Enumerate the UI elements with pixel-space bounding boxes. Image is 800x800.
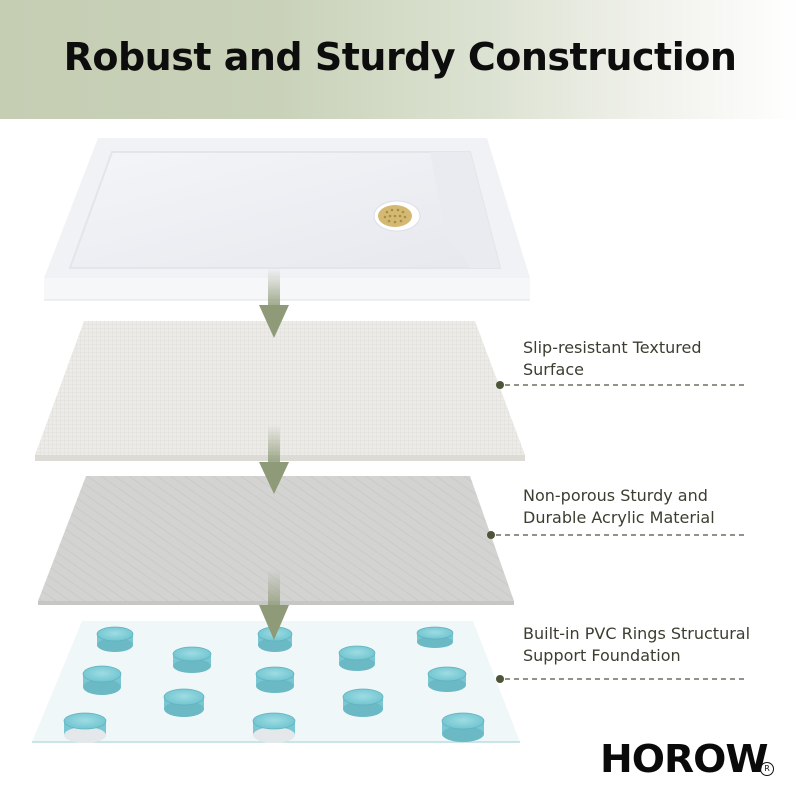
pvc-rings-label: Built-in PVC Rings Structural Support Fo…: [523, 623, 750, 667]
label-line: Slip-resistant Textured: [523, 338, 702, 357]
label-line: Non-porous Sturdy and: [523, 486, 708, 505]
label-line: Built-in PVC Rings Structural: [523, 624, 751, 643]
acrylic-material-label: Non-porous Sturdy and Durable Acrylic Ma…: [523, 485, 715, 529]
callout-line: [487, 531, 745, 539]
label-line: Surface: [523, 360, 584, 379]
down-arrow-icon: [259, 425, 289, 494]
pvc-ring-icon: [63, 626, 485, 743]
brand-logo: HOROW: [600, 737, 768, 781]
pvc-rings-layer: [32, 621, 520, 743]
label-line: Support Foundation: [523, 646, 681, 665]
shower-base-layer: [44, 138, 530, 301]
down-arrow-icon: [259, 268, 289, 338]
label-line: Durable Acrylic Material: [523, 508, 715, 527]
down-arrow-icon: [259, 570, 289, 640]
header-banner: Robust and Sturdy Construction: [0, 0, 800, 119]
callout-line: [496, 381, 745, 389]
drain-icon: [373, 200, 421, 232]
textured-surface-label: Slip-resistant Textured Surface: [523, 337, 701, 381]
callout-line: [496, 675, 745, 683]
registered-trademark-icon: R: [760, 762, 774, 776]
page-title: Robust and Sturdy Construction: [63, 35, 737, 79]
